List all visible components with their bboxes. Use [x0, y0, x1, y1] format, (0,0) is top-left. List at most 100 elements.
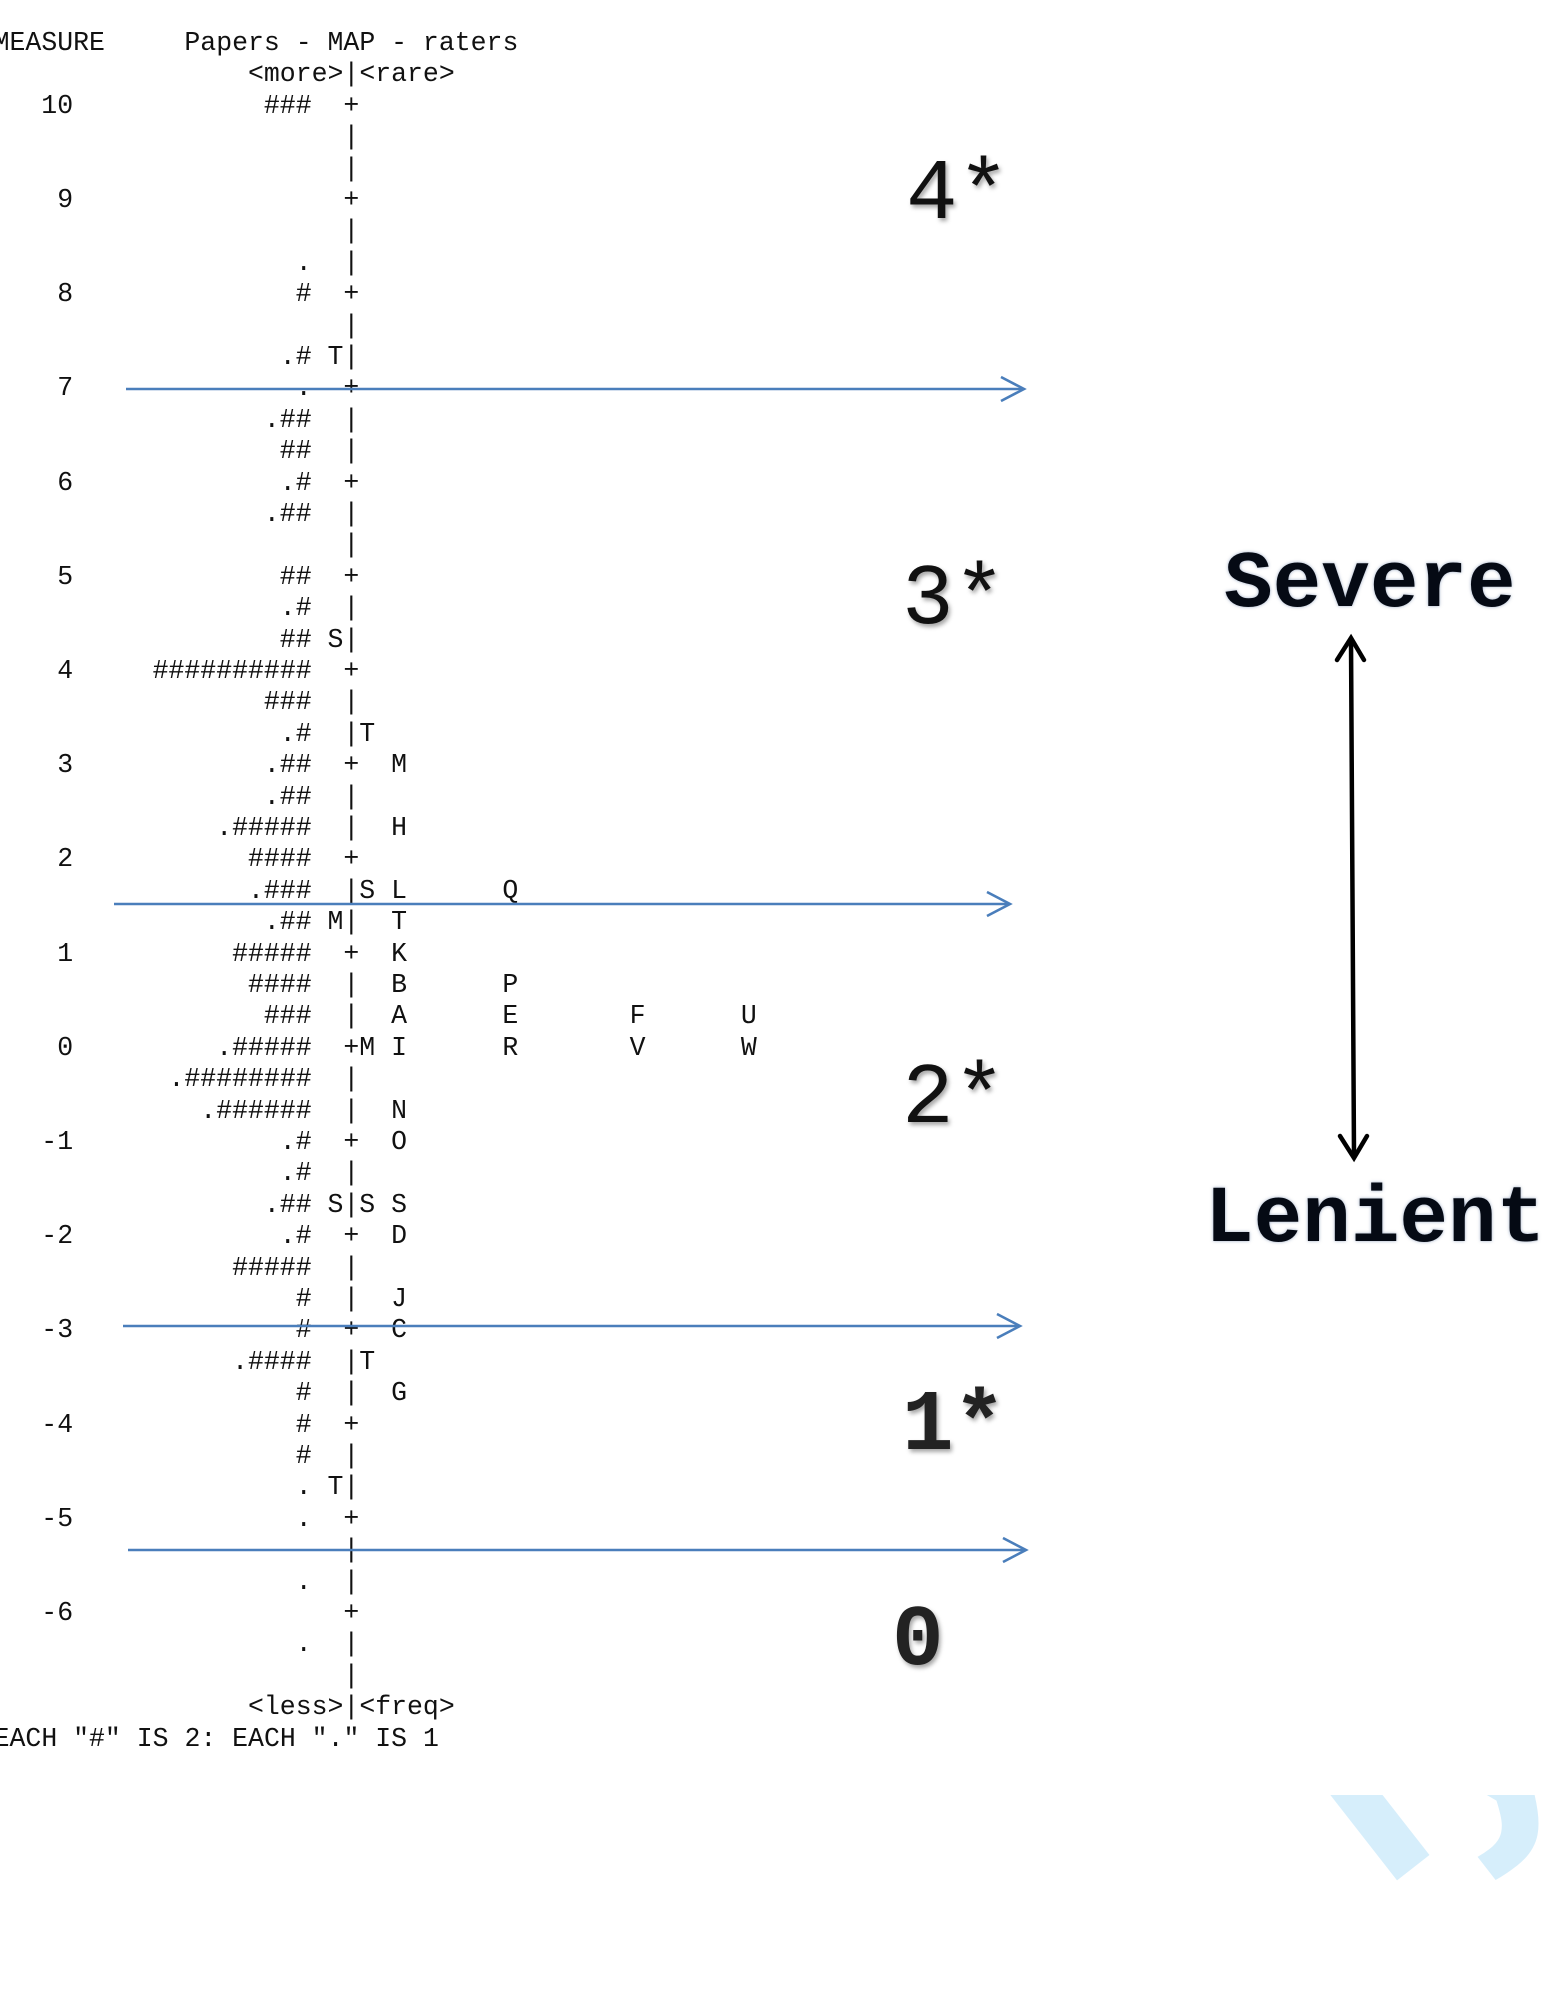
paper-distribution: ## [279, 436, 312, 467]
axis-mark: | [343, 1472, 360, 1503]
measure-tick-label: -4 [41, 1409, 74, 1440]
rater-label: U [740, 1001, 757, 1032]
rater-label: A [391, 1001, 407, 1032]
axis-mark: | [343, 1346, 360, 1377]
paper-stat-marker: T [327, 1472, 344, 1503]
rater-stat-marker: S [359, 875, 376, 906]
bottom-axis-labels: <less>|<freq> [248, 1692, 455, 1723]
axis-mark: + [343, 1315, 360, 1346]
paper-distribution: # [295, 1441, 312, 1471]
axis-mark: + [343, 185, 360, 215]
paper-distribution: .######## [168, 1064, 312, 1095]
paper-stat-marker: M [327, 907, 344, 938]
axis-mark: | [343, 593, 360, 624]
axis-mark: + [343, 750, 360, 781]
measure-tick-label: 7 [57, 373, 74, 404]
paper-distribution: .# [279, 593, 312, 624]
paper-distribution: # [295, 1409, 312, 1440]
axis-mark: | [343, 1284, 360, 1314]
paper-distribution: .## [263, 750, 312, 781]
axis-mark: | [343, 1001, 360, 1032]
axis-mark: + [343, 1032, 360, 1063]
paper-distribution: ### [263, 687, 312, 718]
measure-tick-label: 6 [57, 467, 74, 498]
wright-map: MEASURE Papers - MAP - raters <more>|<ra… [0, 28, 757, 1754]
measure-tick-label: 9 [57, 185, 74, 215]
measure-tick-label: 8 [57, 279, 74, 310]
threshold-arrow-1-0 [128, 1536, 1029, 1564]
axis-mark: + [343, 844, 360, 875]
paper-distribution: .# [279, 718, 312, 749]
severity-double-arrow [1334, 633, 1370, 1163]
axis-mark: | [343, 1566, 360, 1597]
paper-distribution: .# [279, 342, 312, 372]
measure-tick-label: -2 [41, 1221, 74, 1252]
paper-distribution: ########## [152, 656, 312, 686]
rater-label: V [629, 1032, 646, 1063]
rater-stat-marker: S [359, 1189, 376, 1220]
measure-tick-label: -6 [41, 1598, 74, 1628]
grade-label-2star: 2* [902, 1050, 1006, 1148]
paper-stat-marker: S [327, 1189, 344, 1220]
paper-distribution: ##### [232, 1252, 312, 1283]
paper-distribution: . [295, 1566, 312, 1597]
paper-distribution: # [295, 1315, 312, 1346]
paper-distribution: ##### [232, 938, 312, 969]
axis-mark: | [343, 342, 360, 372]
axis-mark: | [343, 1064, 360, 1095]
rater-label: S [391, 1189, 407, 1220]
axis-mark: + [343, 1221, 360, 1252]
threshold-arrow-2-1 [123, 1312, 1023, 1340]
axis-mark: + [343, 90, 360, 121]
rater-label: E [502, 1001, 519, 1032]
paper-distribution: .##### [216, 1032, 312, 1063]
paper-distribution: ## [279, 624, 312, 655]
rater-label: O [391, 1127, 407, 1157]
axis-mark: | [343, 404, 360, 435]
map-title: Papers - MAP - raters [184, 28, 519, 58]
measure-tick-label: 0 [57, 1032, 74, 1063]
paper-distribution: .#### [232, 1346, 312, 1377]
grade-label-3star: 3* [902, 551, 1006, 649]
axis-mark: | [343, 1095, 360, 1126]
axis-mark: | [343, 718, 360, 749]
axis-mark: | [343, 781, 360, 812]
measure-tick-label: 3 [57, 750, 74, 781]
axis-mark: + [343, 1598, 360, 1628]
paper-distribution: . [295, 1503, 312, 1534]
top-axis-labels: <more>|<rare> [248, 59, 455, 90]
axis-mark: | [343, 216, 360, 247]
axis-mark: | [343, 499, 360, 529]
paper-distribution: .# [279, 1221, 312, 1252]
paper-distribution: .## [263, 1189, 312, 1220]
grade-label-4star: 4* [906, 146, 1010, 244]
axis-mark: | [343, 907, 360, 938]
paper-distribution: ### [263, 90, 312, 121]
axis-mark: + [343, 656, 360, 686]
axis-mark: | [343, 1660, 360, 1691]
paper-stat-marker: T [327, 342, 344, 372]
paper-stat-marker: S [327, 624, 344, 655]
threshold-arrow-4-3 [126, 375, 1027, 403]
rater-label: D [391, 1221, 407, 1252]
legend-note: EACH "#" IS 2: EACH "." IS 1 [0, 1723, 439, 1754]
rater-label: R [502, 1032, 519, 1063]
axis-mark: | [343, 1378, 360, 1409]
rater-label: T [391, 907, 407, 938]
axis-mark: | [343, 1441, 360, 1471]
rater-label: B [391, 970, 407, 1000]
rater-stat-marker: M [359, 1032, 376, 1063]
rater-label: J [391, 1284, 407, 1314]
lenient-label: Lenient [1205, 1175, 1545, 1266]
axis-mark: + [343, 1409, 360, 1440]
axis-mark: + [343, 938, 360, 969]
rater-label: G [391, 1378, 407, 1409]
axis-mark: | [343, 122, 360, 153]
measure-tick-label: -5 [41, 1503, 74, 1534]
axis-mark: | [343, 247, 360, 278]
rater-label: P [502, 970, 519, 1000]
paper-distribution: # [295, 1378, 312, 1409]
rater-label: W [740, 1032, 757, 1063]
rater-label: L [391, 875, 407, 906]
